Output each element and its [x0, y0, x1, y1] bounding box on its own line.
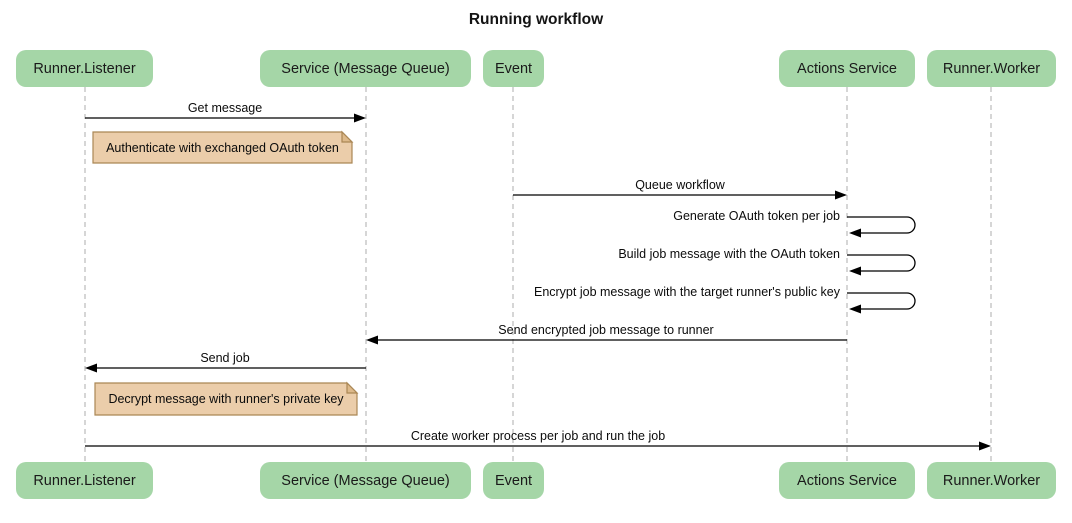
participant-label: Runner.Listener [33, 472, 136, 489]
participant-actions-service-top: Actions Service [779, 50, 915, 87]
diagram-title: Running workflow [468, 11, 604, 28]
note-shapes [92, 130, 359, 416]
selfloop-generate-oauth-token [847, 216, 916, 234]
participant-label: Service (Message Queue) [281, 472, 450, 489]
arrowhead-left [849, 266, 861, 276]
participant-label: Actions Service [797, 472, 897, 489]
message-label-send-encrypted-job-message: Send encrypted job message to runner [498, 323, 714, 337]
message-arrows [85, 117, 980, 447]
note-fold-icon [346, 381, 359, 394]
note-authenticate-oauth: Authenticate with exchanged OAuth token [106, 140, 339, 155]
note-shape-authenticate [92, 131, 353, 164]
note-fold-icon [341, 130, 354, 143]
participant-actions-service-bottom: Actions Service [779, 462, 915, 499]
participant-runner-worker-bottom: Runner.Worker [927, 462, 1056, 499]
message-label-get-message: Get message [187, 101, 263, 115]
participant-service-message-queue-bottom: Service (Message Queue) [260, 462, 471, 499]
participant-service-message-queue-top: Service (Message Queue) [260, 50, 471, 87]
participant-label: Runner.Listener [33, 60, 136, 77]
participant-runner-listener-bottom: Runner.Listener [16, 462, 153, 499]
participant-runner-listener-top: Runner.Listener [16, 50, 153, 87]
message-label-queue-workflow: Queue workflow [635, 178, 725, 192]
arrowheads [85, 113, 991, 451]
message-label-build-job-message: Build job message with the OAuth token [618, 247, 840, 261]
note-decrypt-private-key: Decrypt message with runner's private ke… [108, 392, 344, 406]
participant-runner-worker-top: Runner.Worker [927, 50, 1056, 87]
arrowhead-left [849, 304, 861, 314]
participant-event-bottom: Event [483, 462, 544, 499]
arrowhead-right [354, 113, 366, 123]
arrowhead-right [979, 441, 991, 451]
participant-event-top: Event [483, 50, 544, 87]
participant-label: Service (Message Queue) [281, 60, 450, 77]
participant-label: Runner.Worker [942, 472, 1041, 489]
message-label-encrypt-job-message: Encrypt job message with the target runn… [533, 285, 840, 299]
message-label-generate-oauth-token: Generate OAuth token per job [673, 209, 840, 223]
participant-label: Event [494, 60, 533, 77]
arrowhead-left [366, 335, 378, 345]
note-shape-decrypt [94, 382, 358, 416]
message-label-create-worker-process: Create worker process per job and run th… [410, 429, 666, 443]
arrowhead-left [849, 228, 861, 238]
participant-label: Runner.Worker [942, 60, 1041, 77]
participant-label: Event [494, 472, 533, 489]
selfloop-encrypt-job-message [847, 292, 916, 310]
participant-label: Actions Service [797, 60, 897, 77]
arrowhead-right [835, 190, 847, 200]
message-label-send-job: Send job [200, 351, 250, 365]
arrowhead-left [85, 363, 97, 373]
selfloop-build-job-message [847, 254, 916, 272]
